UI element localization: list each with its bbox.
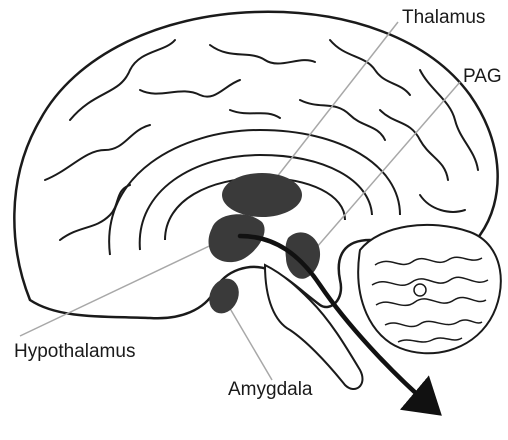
thalamus-structure [222,173,302,217]
amygdala-leader-line [225,300,272,380]
hypothalamus-label: Hypothalamus [14,342,135,361]
amygdala-label: Amygdala [228,380,313,399]
pag-label: PAG [463,67,502,86]
cerebellum [358,225,501,353]
thalamus-label: Thalamus [402,8,485,27]
